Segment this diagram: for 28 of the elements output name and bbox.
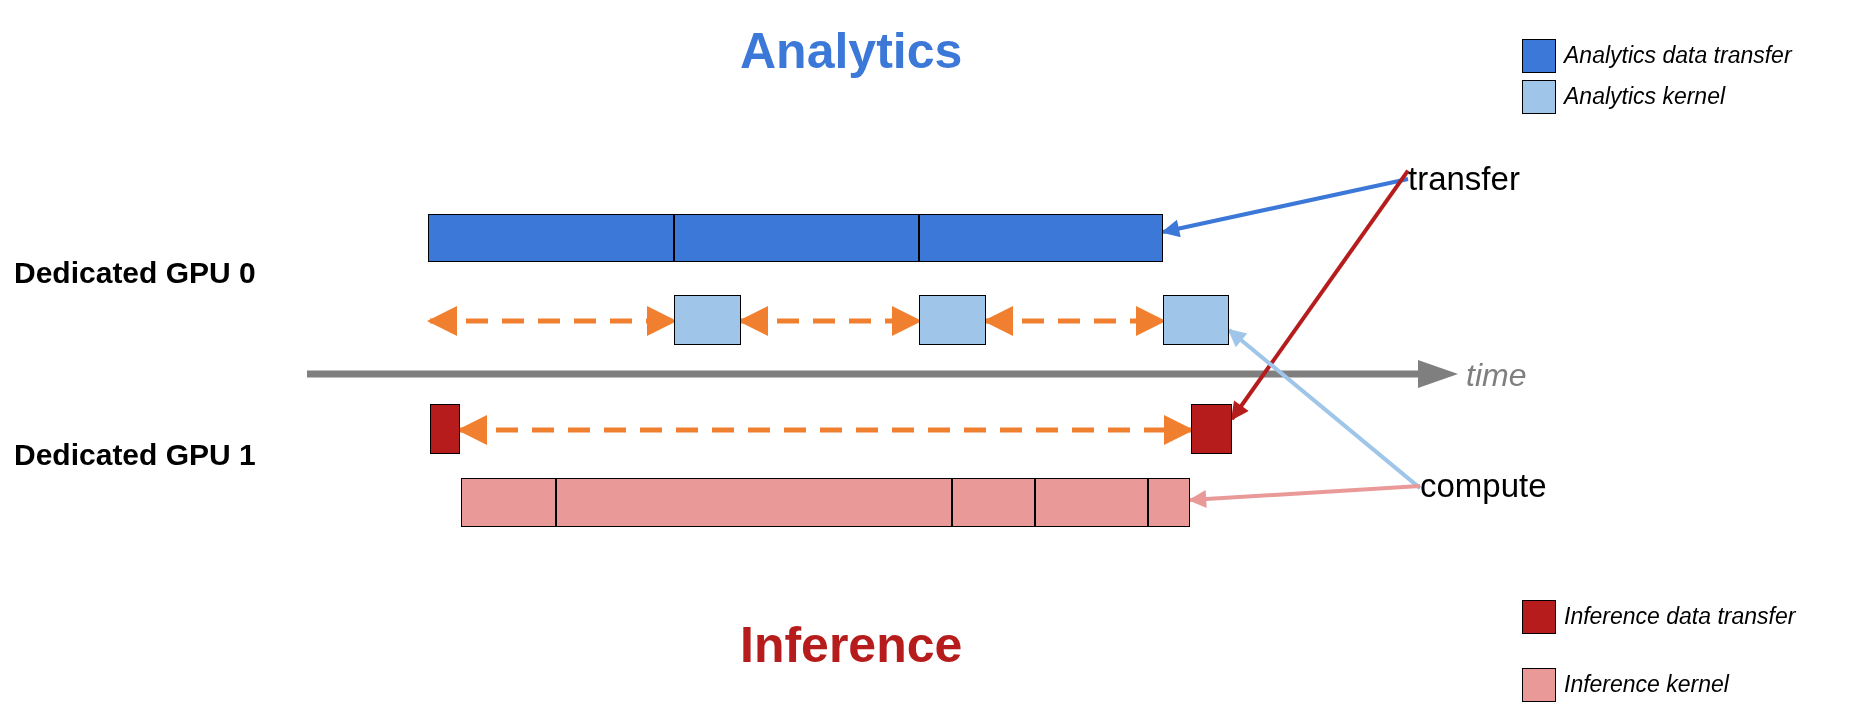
row-label: Dedicated GPU 1	[14, 438, 256, 472]
transfer-bar-segment	[919, 214, 1163, 262]
arrow	[1230, 169, 1410, 421]
kernel-bar-segment	[1035, 478, 1148, 527]
transfer-block	[430, 404, 460, 454]
arrow	[1188, 484, 1421, 509]
section-heading: Inference	[740, 616, 963, 674]
kernel-block	[1163, 295, 1229, 345]
callout-text: transfer	[1408, 158, 1520, 200]
axis-label: time	[1466, 357, 1527, 394]
legend-label: Inference data transfer	[1564, 603, 1796, 630]
transfer-bar-segment	[428, 214, 674, 262]
kernel-bar-segment	[461, 478, 556, 527]
transfer-block	[1191, 404, 1232, 454]
legend-label: Inference kernel	[1564, 671, 1729, 698]
kernel-bar-segment	[556, 478, 952, 527]
kernel-block	[919, 295, 986, 345]
row-label: Dedicated GPU 0	[14, 256, 256, 290]
arrow	[1161, 177, 1409, 238]
section-heading: Analytics	[740, 22, 963, 80]
kernel-bar-segment	[952, 478, 1035, 527]
kernel-bar-segment	[1148, 478, 1190, 527]
transfer-bar-segment	[674, 214, 919, 262]
legend-label: Analytics kernel	[1564, 83, 1726, 110]
kernel-block	[674, 295, 741, 345]
arrow	[1227, 328, 1422, 490]
legend-label: Analytics data transfer	[1564, 42, 1792, 69]
callout-text: compute	[1420, 465, 1547, 507]
